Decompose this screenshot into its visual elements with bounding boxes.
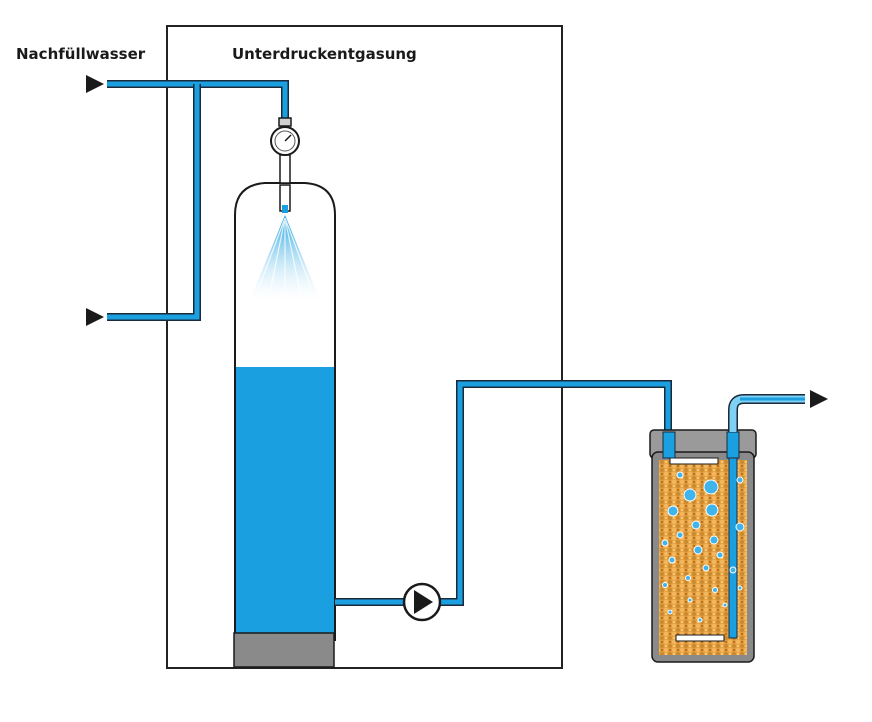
filter-outlet-pipe	[728, 394, 805, 432]
degassing-unit-frame	[166, 25, 563, 669]
inlet-pipe-lower	[107, 84, 201, 321]
tank-water-level	[236, 367, 334, 637]
spray-cone	[250, 215, 320, 300]
outlet-pipe	[335, 380, 672, 606]
inlet-label: Nachfüllwasser	[16, 45, 146, 63]
filter-vessel	[649, 429, 757, 663]
pressure-gauge-icon	[270, 117, 300, 156]
inlet-arrow-upper-icon	[86, 75, 104, 93]
inlet-arrow-lower-icon	[86, 308, 104, 326]
pump-icon	[402, 582, 442, 622]
outlet-arrow-icon	[810, 390, 828, 408]
inlet-pipe-upper	[107, 80, 289, 118]
oxygen-bubbles	[661, 471, 745, 623]
degassing-unit-label: Unterdruckentgasung	[232, 45, 417, 63]
tank-base	[233, 632, 335, 668]
